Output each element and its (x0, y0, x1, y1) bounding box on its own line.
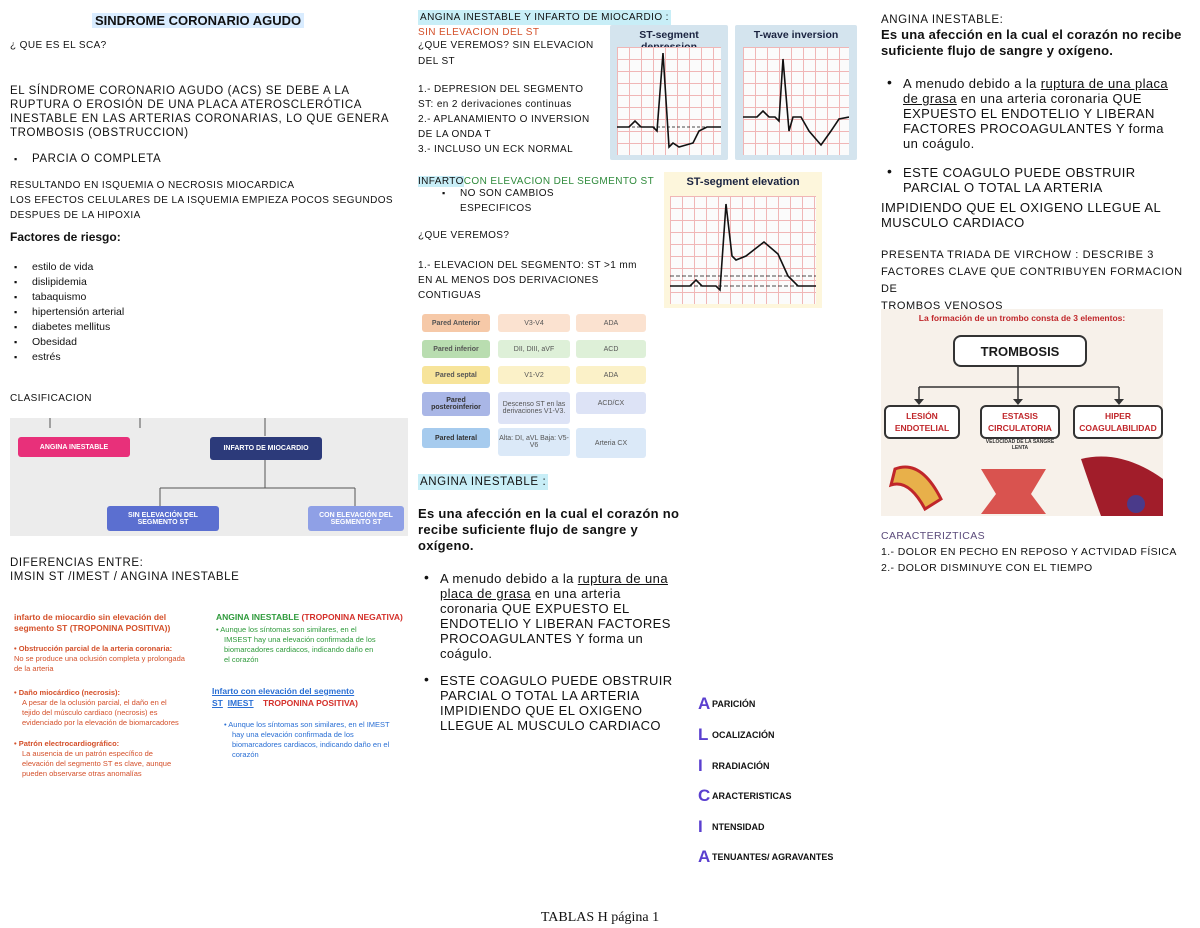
ecg-t-wave-inversion: T-wave inversion (735, 25, 857, 160)
flow-infarto: INFARTO DE MIOCARDIO (210, 437, 322, 460)
table-cell: ADA (576, 314, 646, 332)
table-cell: ACD/CX (576, 392, 646, 414)
derivations-table: Pared Anterior V3-V4 ADA Pared inferior … (418, 312, 648, 462)
angina-bullets-col3: A menudo debido a la ruptura de una plac… (881, 75, 1199, 195)
sin-elevacion-label: SIN ELEVACION DEL ST (418, 27, 540, 38)
table-cell: Pared septal (422, 366, 490, 384)
list-item: tabaquismo (10, 290, 124, 305)
angina-bullets-col2: A menudo debido a la ruptura de una plac… (418, 570, 708, 733)
table-cell: Pared Anterior (422, 314, 490, 332)
table-cell: Pared posteroinferior (422, 392, 490, 416)
factores-title: Factores de riesgo: (10, 230, 121, 244)
angina-def-col2: Es una afección en la cual el corazón no… (418, 506, 680, 553)
list-item: diabetes mellitus (10, 320, 124, 335)
classification-diagram: ANGINA INESTABLE INFARTO DE MIOCARDIO SI… (10, 418, 408, 536)
diff-angina-text: • Aunque los síntomas son similares, en … (216, 625, 376, 664)
caract-list: 1.- DOLOR EN PECHO EN REPOSO Y ACTVIDAD … (881, 546, 1177, 574)
factores-list: estilo de vida dislipidemia tabaquismo h… (10, 260, 124, 365)
list-item: hipertensión arterial (10, 305, 124, 320)
flow-angina: ANGINA INESTABLE (18, 437, 130, 457)
angina-def-col3: Es una afección en la cual el corazón no… (881, 27, 1182, 58)
parcial-list: PARCIA O COMPLETA (10, 152, 161, 166)
sca-definition: EL SÍNDROME CORONARIO AGUDO (ACS) SE DEB… (10, 85, 390, 139)
col3-title: ANGINA INESTABLE: (881, 14, 1004, 26)
list-item: dislipidemia (10, 275, 124, 290)
ecg-trace (617, 52, 721, 149)
list-item: Obesidad (10, 335, 124, 350)
list-item: A menudo debido a la ruptura de una plac… (418, 570, 708, 661)
table-cell: ADA (576, 366, 646, 384)
table-cell: Pared inferior (422, 340, 490, 358)
trombo-header: La formación de un trombo consta de 3 el… (918, 313, 1126, 323)
angina-heading-col2: ANGINA INESTABLE : (418, 474, 549, 490)
caract-title: CARACTERIZTICAS (881, 530, 986, 542)
que-veremos-2: ¿QUE VEREMOS? (418, 230, 510, 241)
table-cell: V3-V4 (498, 314, 570, 332)
list-item: estrés (10, 350, 124, 365)
list-item: estilo de vida (10, 260, 124, 275)
diff-patron: • Patrón electrocardiográfico: La ausenc… (14, 739, 172, 778)
clasificacion-title: CLASIFICACION (10, 393, 92, 404)
ecg-trace (670, 203, 816, 292)
diff-imest-text: • Aunque los síntomas son similares, en … (224, 720, 390, 759)
table-cell: ACD (576, 340, 646, 358)
list-item: A menudo debido a la ruptura de una plac… (881, 75, 1199, 151)
trombo-center: TROMBOSIS (953, 335, 1087, 367)
table-cell: DII, DIII, aVF (498, 340, 570, 358)
q-sca: ¿ QUE ES EL SCA? (10, 40, 107, 51)
diagram-connectors (49, 418, 356, 506)
ecg-st-depression: ST-segment depression (610, 25, 728, 160)
table-cell: Alta: DI, aVL Baja: V5-V6 (498, 428, 570, 456)
thrombosis-figure: La formación de un trombo consta de 3 el… (881, 309, 1163, 516)
page-footer: TABLAS H página 1 (540, 910, 660, 925)
infarto-con-elevacion-label: INFARTOCON ELEVACION DEL SEGMENTO ST (418, 176, 655, 187)
trombo-connectors (888, 365, 1163, 516)
diff-angina-title: ANGINA INESTABLE (TROPONINA NEGATIVA) (216, 612, 403, 622)
col2-title: ANGINA INESTABLE Y INFARTO DE MIOCARDIO … (418, 10, 671, 25)
ecg-st-elevation: ST-segment elevation (664, 172, 822, 308)
list-item: PARCIA O COMPLETA (10, 152, 161, 166)
table-cell: V1-V2 (498, 366, 570, 384)
diff-obstruccion: • Obstrucción parcial de la arteria coro… (14, 644, 185, 673)
diff-imest-title: Infarto con elevación del segmento ST IM… (212, 686, 358, 708)
ecg-trace (743, 58, 850, 147)
table-cell: Pared lateral (422, 428, 490, 448)
resultando-text: RESULTANDO EN ISQUEMIA O NECROSIS MIOCAR… (10, 180, 393, 221)
diff-dano: • Daño miocárdico (necrosis): A pesar de… (14, 688, 179, 727)
table-cell: Arteria CX (576, 428, 646, 458)
diferencias-title: DIFERENCIAS ENTRE:IMSIN ST /IMEST / ANGI… (10, 557, 240, 583)
page-title: SINDROME CORONARIO AGUDO (92, 13, 305, 28)
table-cell: Descenso ST en las derivaciones V1-V3. (498, 392, 570, 424)
